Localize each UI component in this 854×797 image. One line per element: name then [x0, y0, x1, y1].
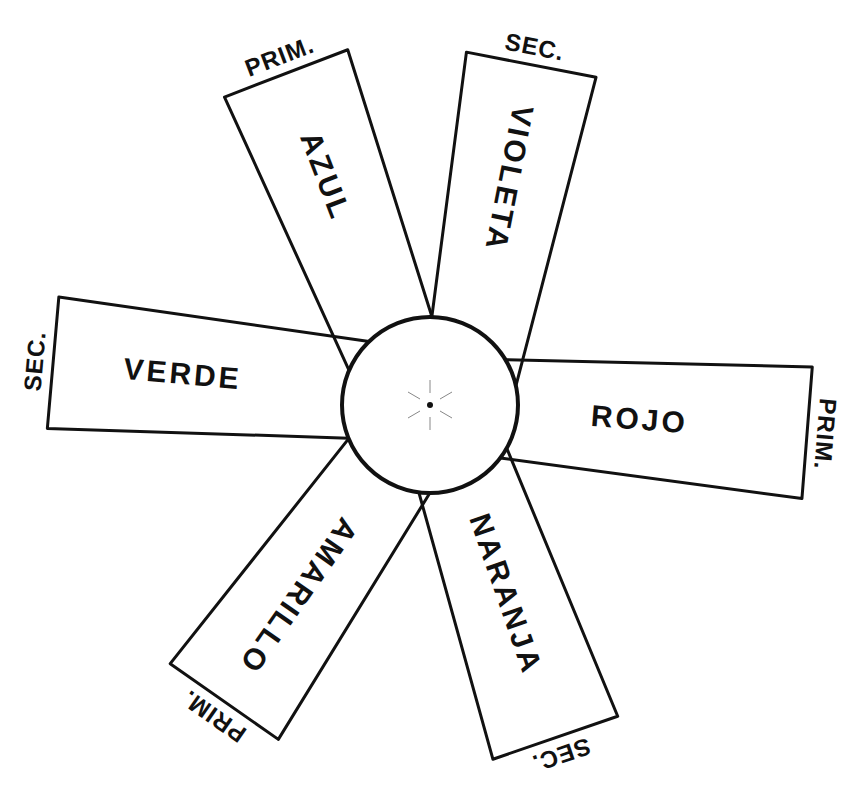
color-name: VIOLETA: [480, 103, 538, 255]
color-petal: VERDESEC.: [47, 295, 348, 456]
hub-marks: [408, 380, 452, 430]
color-name: AZUL: [295, 128, 356, 225]
primary-secondary-label: SEC.: [503, 30, 566, 65]
primary-secondary-label: PRIM.: [810, 397, 840, 470]
primary-secondary-label: PRIM.: [242, 33, 318, 81]
petal-border: [496, 343, 812, 499]
petal-border: [224, 50, 455, 377]
petal-border: [170, 427, 444, 739]
primary-secondary-label: SEC.: [21, 330, 50, 392]
primary-secondary-label: SEC.: [529, 734, 594, 776]
color-petal: NARANJASEC.: [406, 468, 620, 760]
color-name: ROJO: [590, 401, 689, 439]
petal-border: [406, 52, 596, 390]
color-petal: AMARILLOPRIM.: [169, 443, 434, 741]
hub-circle: [342, 317, 518, 493]
color-petal: AZULPRIM.: [223, 49, 444, 342]
petal-border: [47, 297, 370, 456]
color-name: AMARILLO: [233, 513, 362, 680]
color-name: NARANJA: [464, 510, 547, 678]
petal-border: [399, 442, 618, 759]
color-name: VERDE: [123, 354, 244, 394]
color-petal: ROJOPRIM.: [513, 342, 813, 500]
hub-dot: [427, 402, 433, 408]
color-petal: VIOLETASEC.: [415, 52, 598, 331]
